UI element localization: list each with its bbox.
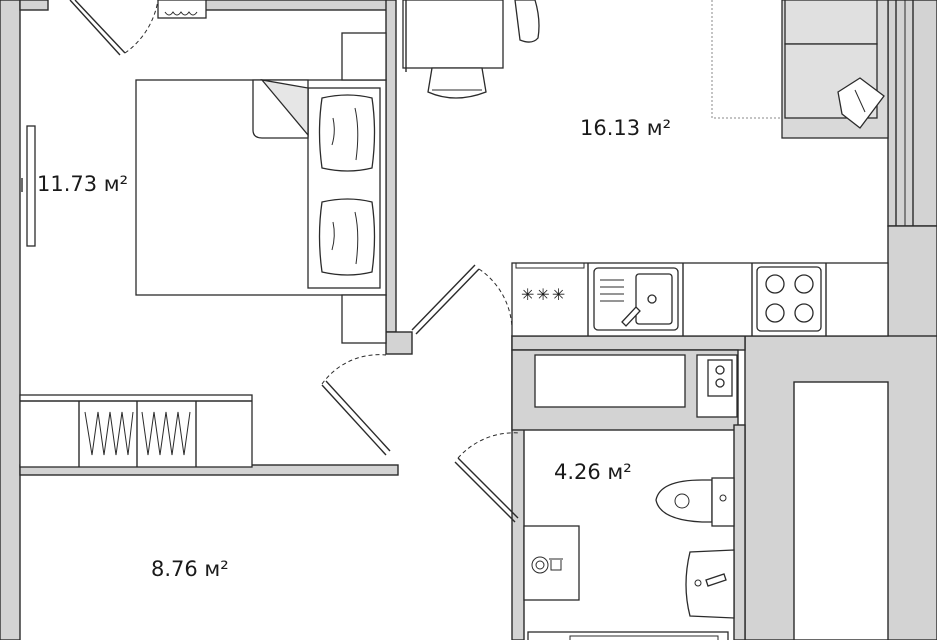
boiler-dial-bottom: [715, 378, 725, 388]
sofa: [781, 0, 889, 139]
top-left-wall-stub: [19, 0, 49, 11]
chair-right: [514, 0, 540, 43]
bathroom-area-label: 4.26 м²: [554, 460, 632, 484]
right-window: [895, 0, 914, 226]
stove-burner-symbols: ✳✳✳: [521, 285, 567, 304]
boiler-panel: [707, 359, 733, 397]
wardrobe: [19, 394, 253, 468]
toilet: [655, 477, 735, 527]
pillow-top: [318, 94, 376, 172]
kitchen-sink: [593, 267, 679, 331]
bedroom-area-label: 11.73 м²: [37, 172, 129, 196]
bathroom-door: [454, 432, 521, 523]
hob: [756, 266, 822, 332]
top-wall-segment: [204, 0, 396, 11]
hallway-area-label: 8.76 м²: [151, 557, 229, 581]
bedroom-partition-wall: [385, 0, 397, 333]
top-left-door: [69, 0, 159, 56]
nightstand-top: [341, 32, 387, 81]
top-radiator: [157, 0, 207, 19]
chair-bottom: [427, 67, 487, 99]
ventilation-duct: [534, 354, 686, 408]
bathtub: [527, 631, 729, 640]
bedroom-door: [321, 354, 391, 456]
bathroom-sink: [685, 549, 735, 619]
living-kitchen-area-label: 16.13 м²: [580, 116, 672, 140]
dining-table: [402, 0, 504, 72]
nightstand-bottom: [341, 294, 387, 344]
left-exterior-wall: [0, 0, 21, 640]
bath-right-wall: [733, 424, 746, 640]
bedroom-window: [21, 125, 36, 247]
shaft-void: [793, 381, 889, 640]
bath-top-wall: [511, 335, 746, 351]
kitchen-door: [411, 264, 513, 335]
pillow-bottom: [318, 198, 376, 276]
washing-machine: [523, 525, 580, 601]
kitchen-counter: [511, 262, 889, 337]
bedroom-partition-wall-foot: [385, 331, 413, 355]
boiler-dial-top: [715, 365, 725, 375]
